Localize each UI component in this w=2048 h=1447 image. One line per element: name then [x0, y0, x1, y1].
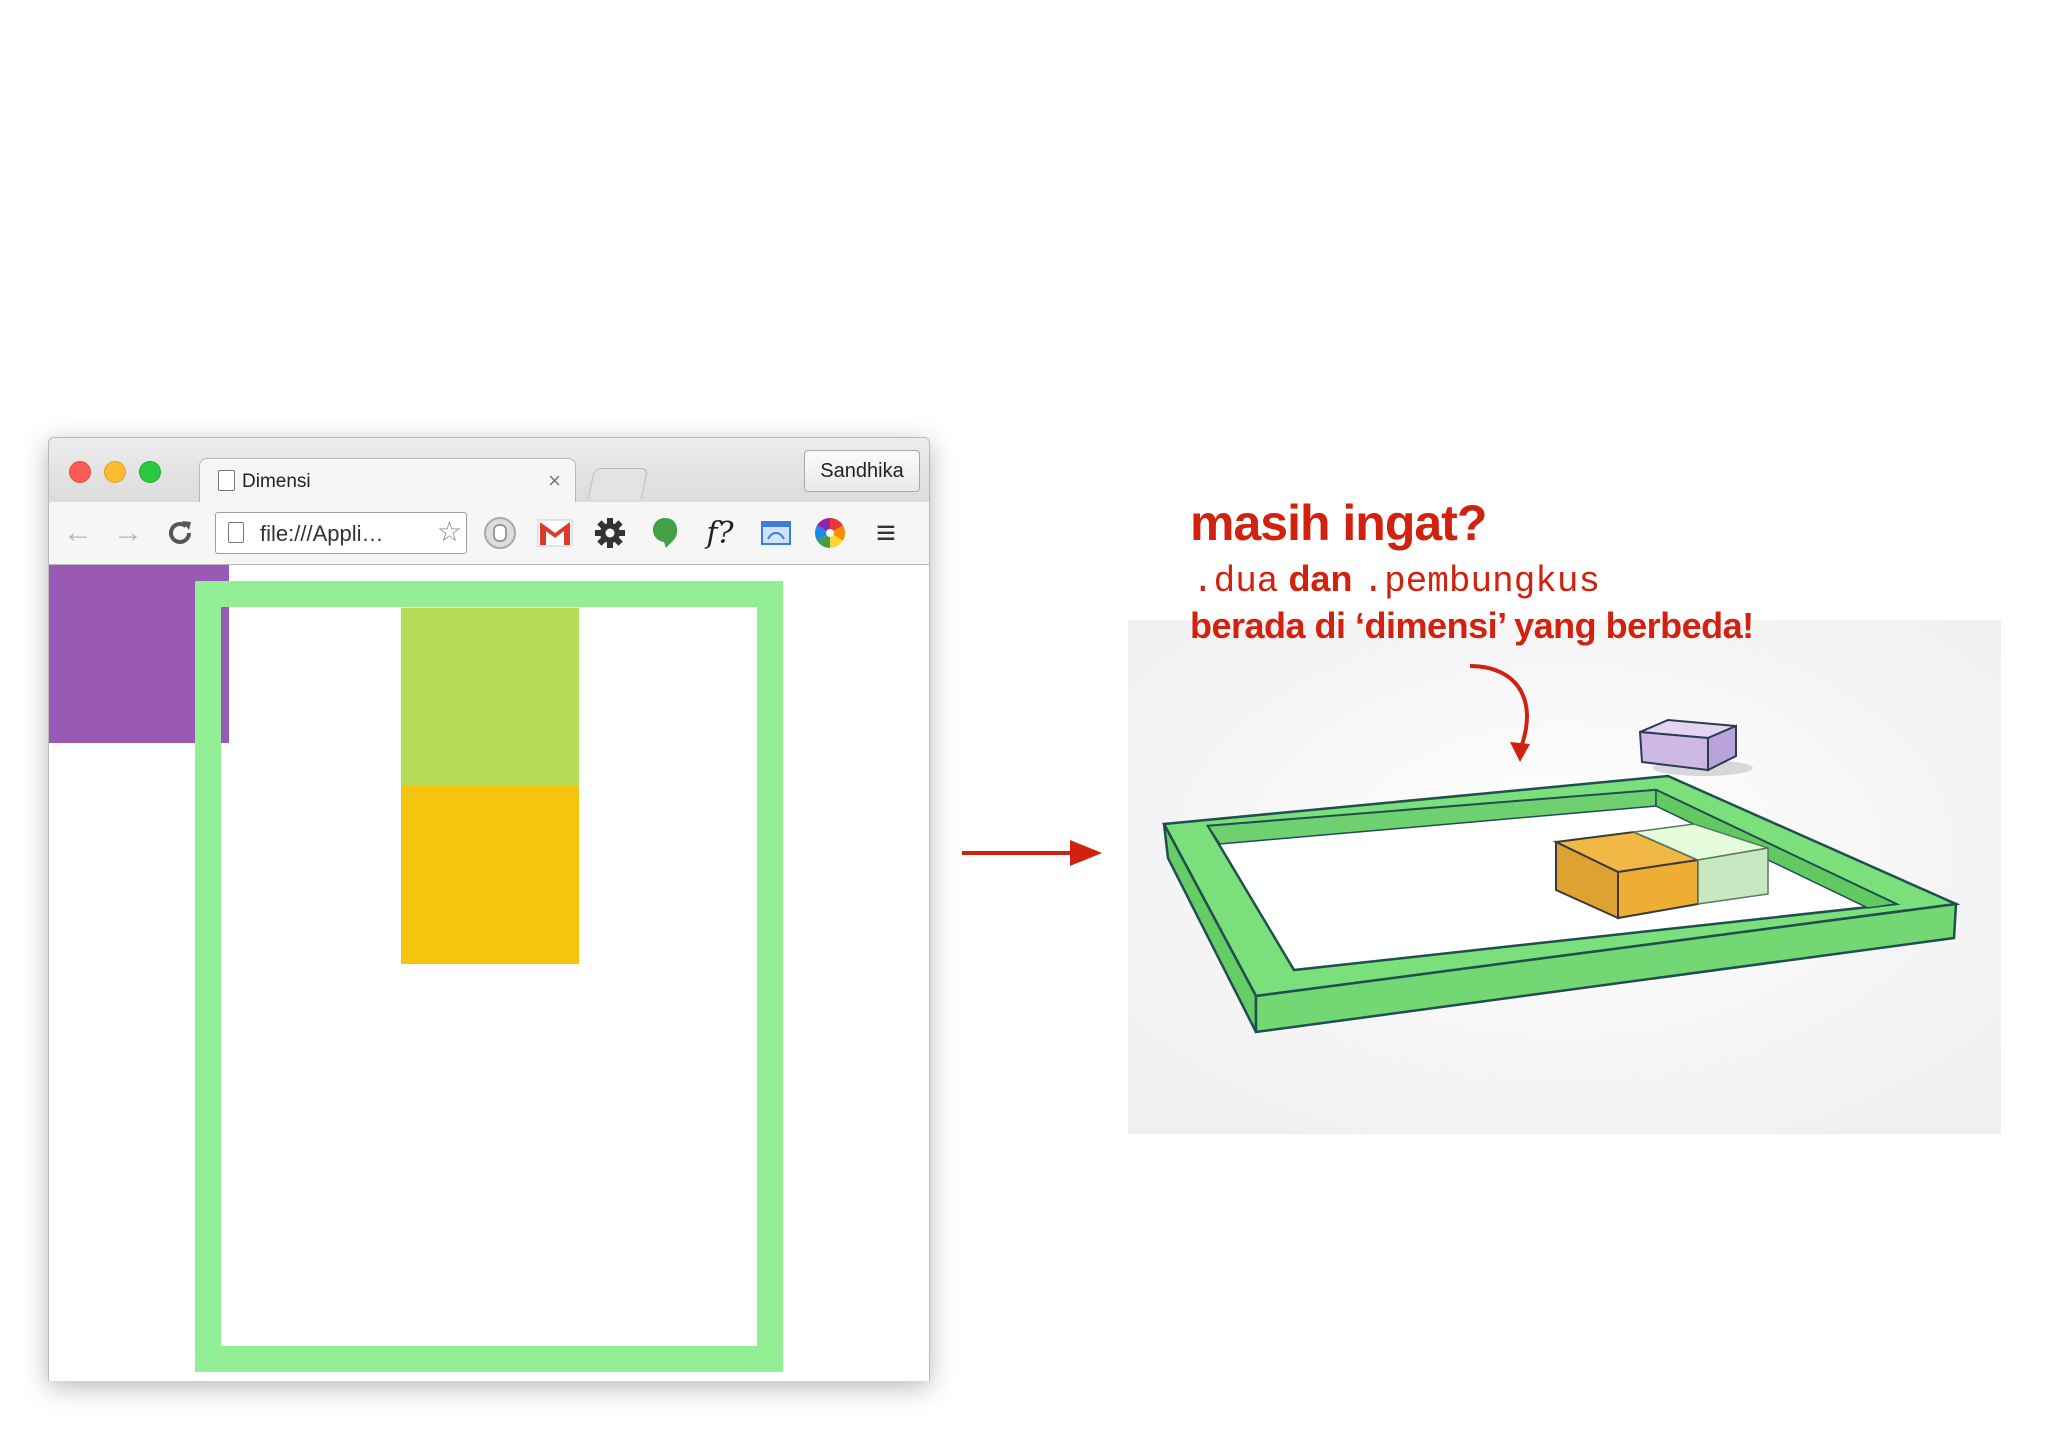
color-picker-glyph — [814, 518, 846, 548]
profile-button[interactable]: Sandhika — [804, 450, 920, 492]
reload-icon-glyph — [169, 521, 191, 544]
yellow-box — [401, 786, 579, 964]
class-pembungkus: .pembungkus — [1362, 561, 1601, 602]
color-picker-icon[interactable] — [811, 514, 849, 552]
gear-icon[interactable] — [591, 514, 629, 552]
caption-class-line: .dua dan .pembungkus — [1192, 558, 1600, 602]
window-resizer-icon[interactable] — [757, 514, 795, 552]
right-arrow-icon — [962, 840, 1102, 866]
page-file-icon — [228, 522, 244, 543]
close-window-button[interactable] — [69, 461, 91, 483]
caption-connector: dan — [1288, 558, 1353, 599]
privacy-extension-icon[interactable] — [481, 514, 519, 552]
privacy-extension-glyph — [484, 517, 516, 549]
gear-glyph — [595, 518, 625, 548]
reload-icon[interactable] — [161, 514, 199, 552]
zoom-window-button[interactable] — [139, 461, 161, 483]
3d-layer-illustration — [1128, 620, 2001, 1134]
whatfont-icon[interactable]: f? — [706, 515, 734, 551]
gmail-icon[interactable] — [536, 514, 574, 552]
close-tab-icon[interactable]: × — [548, 468, 561, 493]
page-viewport — [49, 565, 929, 1381]
evernote-icon[interactable] — [646, 514, 684, 552]
tab-dimensi[interactable]: Dimensi × — [199, 458, 576, 503]
browser-window: Dimensi × Sandhika ← → file:///Appli… ☆ — [48, 437, 930, 1381]
class-dua: .dua — [1192, 561, 1279, 602]
window-resizer-glyph — [761, 521, 791, 545]
back-arrow-icon[interactable]: ← — [63, 516, 93, 549]
evernote-glyph — [653, 518, 678, 548]
title-bar: Dimensi × Sandhika — [49, 438, 929, 503]
address-bar[interactable]: file:///Appli… ☆ — [215, 512, 467, 554]
caption-title: masih ingat? — [1190, 495, 1487, 551]
new-tab-button[interactable] — [587, 468, 649, 499]
green-wrapper-frame — [195, 581, 783, 1372]
lime-box — [401, 608, 579, 786]
curved-arrow-icon — [1469, 664, 1530, 762]
address-text: file:///Appli… — [260, 521, 384, 546]
minimize-window-button[interactable] — [104, 461, 126, 483]
gmail-glyph — [537, 519, 573, 547]
browser-toolbar: ← → file:///Appli… ☆ — [49, 502, 929, 565]
bookmark-star-icon[interactable]: ☆ — [436, 516, 462, 547]
menu-icon[interactable]: ≡ — [876, 513, 896, 552]
caption-explanation: berada di ‘dimensi’ yang berbeda! — [1190, 605, 1754, 646]
document-icon — [218, 470, 235, 491]
forward-arrow-icon[interactable]: → — [113, 516, 143, 549]
tab-title: Dimensi — [242, 471, 311, 492]
